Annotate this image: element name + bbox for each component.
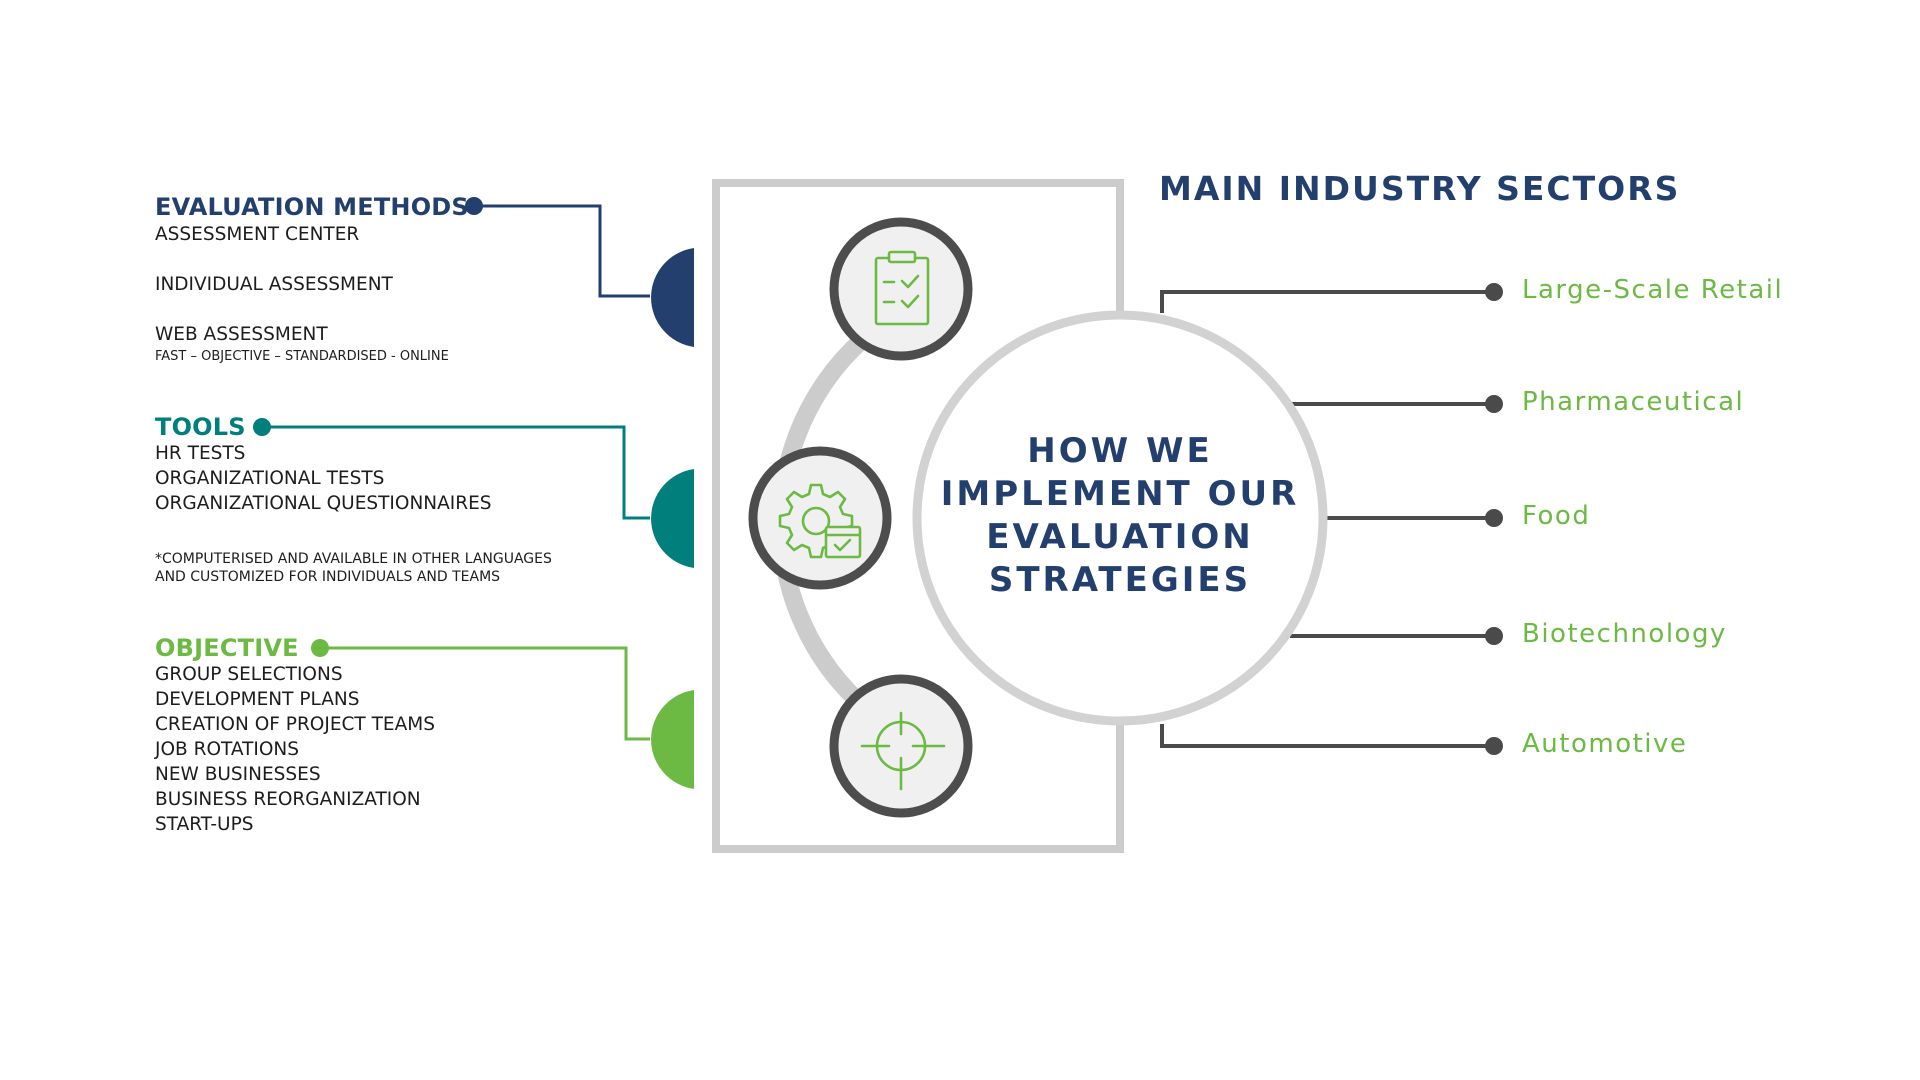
tool-item: ORGANIZATIONAL QUESTIONNAIRES — [155, 493, 492, 514]
sector-label: Food — [1522, 501, 1591, 531]
gear-settings-icon — [748, 446, 892, 590]
target-crosshair-icon — [829, 674, 973, 818]
clipboard-check-icon — [829, 217, 973, 361]
objective-item: GROUP SELECTIONS — [155, 664, 343, 685]
objective-item: DEVELOPMENT PLANS — [155, 689, 360, 710]
tool-item: ORGANIZATIONAL TESTS — [155, 468, 385, 489]
center-circle — [912, 310, 1328, 726]
connector-tools — [253, 418, 694, 568]
industry-sectors-heading: MAIN INDUSTRY SECTORS — [1159, 169, 1681, 208]
method-note: FAST – OBJECTIVE – STANDARDISED - ONLINE — [155, 349, 449, 364]
sector-connectors — [1160, 290, 1494, 748]
center-title: HOW WE IMPLEMENT OUR EVALUATION STRATEGI… — [940, 431, 1300, 600]
objective-item: JOB ROTATIONS — [155, 739, 299, 760]
objective-item: CREATION OF PROJECT TEAMS — [155, 714, 435, 735]
sector-label: Large-Scale Retail — [1522, 275, 1784, 305]
tools-note: *COMPUTERISED AND AVAILABLE IN OTHER LAN… — [155, 551, 552, 567]
method-item: ASSESSMENT CENTER — [155, 224, 360, 245]
section-title-tools: TOOLS — [155, 413, 246, 441]
method-item: INDIVIDUAL ASSESSMENT — [155, 274, 393, 295]
tools-note: AND CUSTOMIZED FOR INDIVIDUALS AND TEAMS — [155, 569, 501, 585]
sector-dots — [1485, 283, 1503, 755]
sector-label: Biotechnology — [1522, 619, 1727, 649]
sector-label: Automotive — [1522, 729, 1688, 759]
connector-objective — [311, 639, 694, 789]
sector-label: Pharmaceutical — [1522, 387, 1745, 417]
objective-item: START-UPS — [155, 814, 254, 835]
objective-item: NEW BUSINESSES — [155, 764, 321, 785]
tool-item: HR TESTS — [155, 443, 246, 464]
section-title-objective: OBJECTIVE — [155, 634, 299, 662]
connector-evaluation-methods — [465, 197, 694, 347]
objective-item: BUSINESS REORGANIZATION — [155, 789, 421, 810]
section-title-evaluation-methods: EVALUATION METHODS — [155, 193, 469, 221]
method-item: WEB ASSESSMENT — [155, 324, 328, 345]
